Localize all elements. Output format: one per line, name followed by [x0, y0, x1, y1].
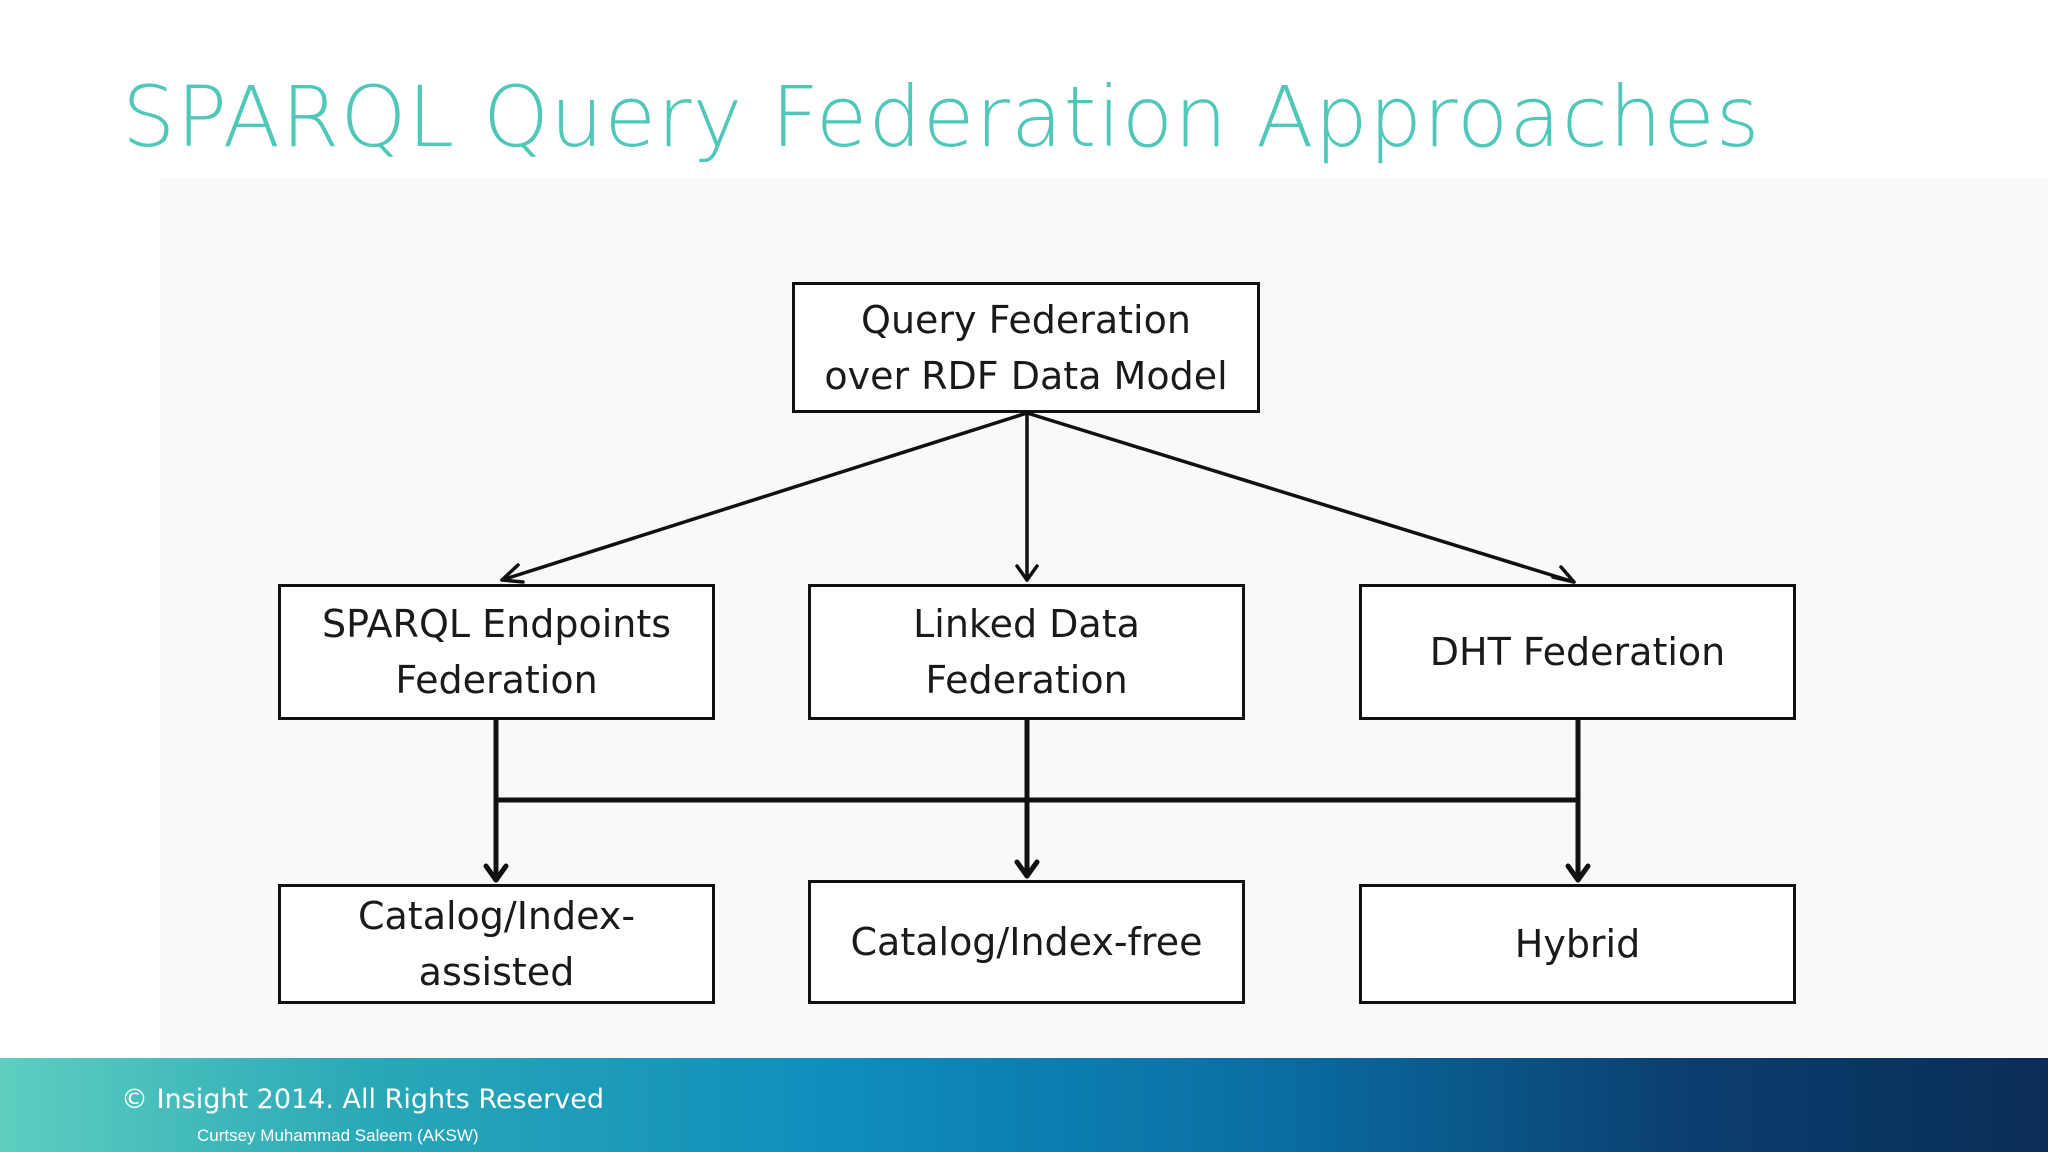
node-dht-federation: DHT Federation	[1359, 584, 1796, 720]
node-catalog-index-free: Catalog/Index-free	[808, 880, 1245, 1004]
slide-title: SPARQL Query Federation Approaches	[122, 68, 1761, 166]
arrowhead-dht	[1551, 565, 1576, 584]
node-catalog-free-label: Catalog/Index-free	[850, 920, 1203, 964]
node-hybrid-label: Hybrid	[1514, 922, 1641, 966]
arrowhead-catalog-free	[1014, 859, 1040, 879]
node-root-label: Query Federation over RDF Data Model	[824, 297, 1228, 398]
footer-credit: Curtsey Muhammad Saleem (AKSW)	[197, 1126, 479, 1145]
node-linked-data-label: Linked Data Federation	[913, 602, 1140, 702]
node-sparql-endpoints-label: SPARQL Endpoints Federation	[321, 602, 672, 702]
arrowhead-sparql-endpoints	[500, 563, 525, 584]
edge-root-to-dht	[1025, 411, 1576, 584]
node-root-query-federation: Query Federation over RDF Data Model	[792, 282, 1260, 413]
footer-band	[0, 1058, 2048, 1152]
node-dht-label: DHT Federation	[1429, 630, 1726, 674]
node-sparql-endpoints-federation: SPARQL Endpoints Federation	[278, 584, 715, 720]
edge-root-to-sparql-endpoints	[500, 411, 1029, 582]
arrowhead-hybrid	[1565, 863, 1591, 883]
node-catalog-assisted-label: Catalog/Index-assisted	[357, 894, 636, 994]
node-hybrid: Hybrid	[1359, 884, 1796, 1004]
node-catalog-index-assisted: Catalog/Index-assisted	[278, 884, 715, 1004]
footer-copyright: © Insight 2014. All Rights Reserved	[121, 1084, 604, 1115]
node-linked-data-federation: Linked Data Federation	[808, 584, 1245, 720]
arrowhead-catalog-assisted	[483, 863, 509, 883]
arrowhead-linked-data	[1015, 564, 1039, 582]
